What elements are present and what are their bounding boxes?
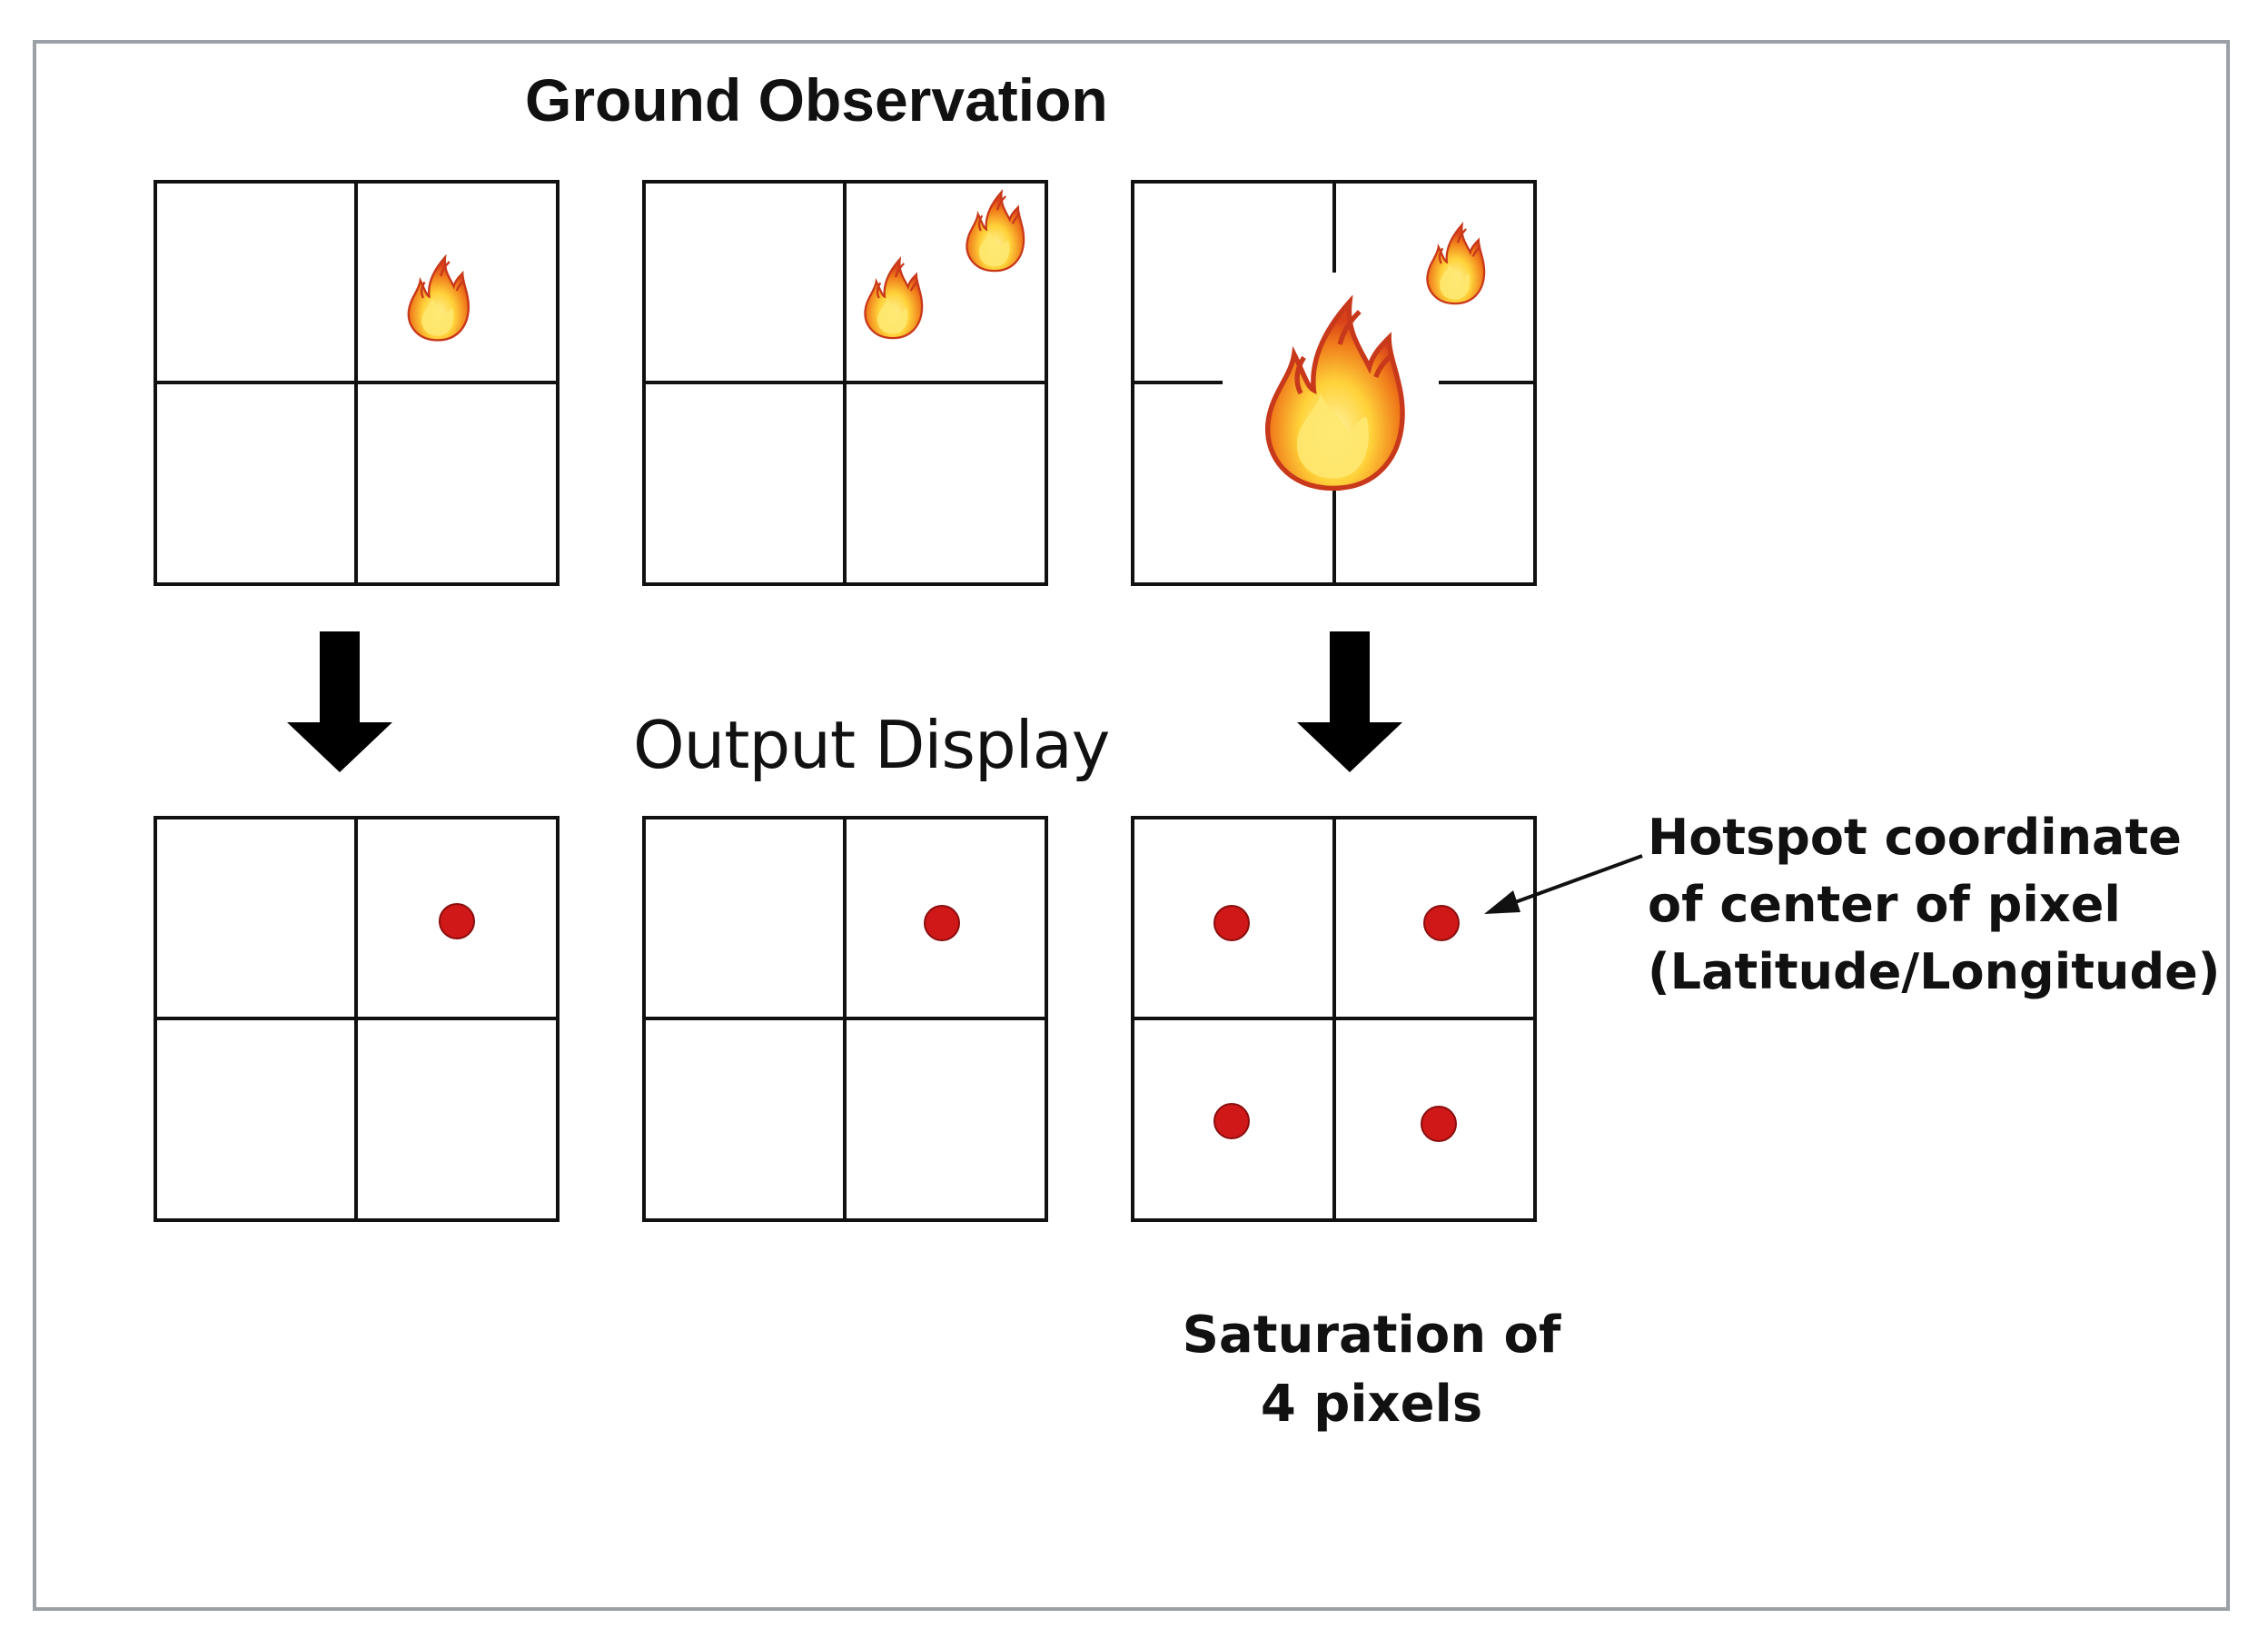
saturation-caption: Saturation of 4 pixels [1144, 1301, 1599, 1439]
fire-icon [1426, 224, 1486, 305]
output-grid-3 [1131, 816, 1537, 1222]
annotation-line-1: Hotspot coordinate [1648, 809, 2182, 866]
output-display-title: Output Display [633, 707, 1110, 783]
hotspot-annotation: Hotspot coordinate of center of pixel (L… [1648, 804, 2220, 1006]
ground-observation-title: Ground Observation [525, 66, 1108, 134]
fire-icon [864, 258, 924, 340]
hotspot-dot-icon [924, 905, 960, 941]
ground-grid-2 [642, 180, 1048, 586]
down-arrow-icon [287, 631, 392, 772]
ground-grid-3 [1131, 180, 1537, 586]
fire-icon [1268, 302, 1402, 488]
hotspot-dot-icon [1423, 905, 1460, 941]
fire-icon [407, 256, 470, 342]
pointer-arrow-icon [1484, 854, 1643, 914]
hotspot-dot-icon [1213, 1103, 1250, 1139]
down-arrow-icon [1297, 631, 1402, 772]
caption-line-2: 4 pixels [1260, 1375, 1483, 1434]
hotspot-dot-icon [439, 903, 475, 939]
hotspot-dot-icon [1421, 1106, 1457, 1142]
hotspot-dot-icon [1213, 905, 1250, 941]
annotation-line-3: (Latitude/Longitude) [1648, 943, 2221, 1000]
ground-grid-1 [154, 180, 560, 586]
fire-icon [966, 191, 1025, 273]
output-grid-1 [154, 816, 560, 1222]
annotation-line-2: of center of pixel [1648, 876, 2121, 933]
output-grid-2 [642, 816, 1048, 1222]
caption-line-1: Saturation of [1182, 1306, 1561, 1365]
